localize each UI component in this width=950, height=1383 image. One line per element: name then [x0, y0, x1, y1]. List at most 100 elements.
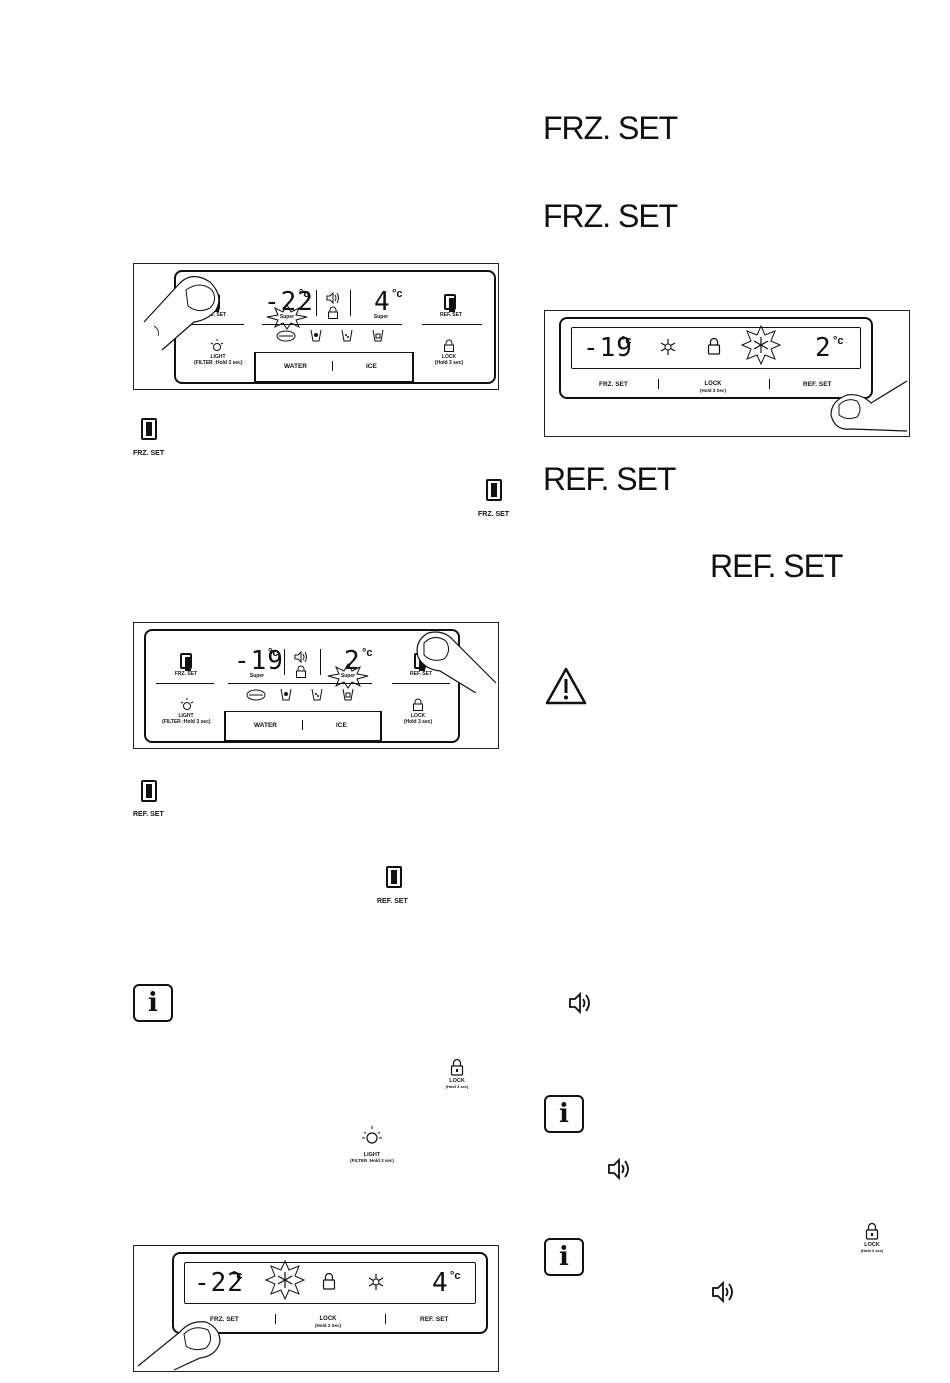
lock-indicator-icon: [296, 665, 306, 678]
control-panel-4: -22 °c 4 °c FRZ. SET LOCK(Hold 3 Sec) RE…: [133, 1245, 499, 1372]
lock-indicator-icon: [707, 337, 721, 355]
light-icon-label: LIGHT(FILTER :Hold 3 sec): [350, 1152, 394, 1164]
light-icon[interactable]: [180, 698, 194, 712]
freezer-temp-display: -22: [264, 287, 314, 317]
control-panel-1: FRZ. SET -22 °c Super 4 °c Super REF. SE…: [133, 263, 499, 390]
sound-icon: [712, 1281, 733, 1303]
sound-icon: [294, 651, 307, 663]
super-freeze-burst-icon: [266, 304, 308, 330]
ref-set-label: REF. SET: [440, 312, 462, 318]
separator: [350, 290, 351, 316]
ref-set-button-icon[interactable]: [386, 866, 402, 888]
crushed-ice-icon: [341, 329, 353, 342]
divider: [422, 324, 482, 325]
fridge-temp-display: 2: [344, 646, 361, 676]
ice-button[interactable]: ICE: [366, 363, 377, 370]
heading-frz-set-2: FRZ. SET: [543, 198, 678, 234]
super-snowflake-burst-icon: [265, 1260, 305, 1300]
super-cool-label: Super: [373, 314, 389, 320]
light-icon[interactable]: [362, 1126, 382, 1146]
heading-ref-set-1: REF. SET: [543, 461, 676, 497]
frz-set-button-icon[interactable]: [141, 418, 157, 440]
ref-set-button[interactable]: REF. SET: [803, 381, 832, 388]
frz-set-label: FRZ. SET: [203, 312, 227, 318]
super-cool-label: Super: [340, 673, 356, 679]
light-label: LIGHT(FILTER :Hold 3 sec): [162, 713, 211, 725]
filter-icon: [276, 330, 296, 342]
finger-pointer: [143, 275, 220, 351]
frz-set-icon-label: FRZ. SET: [133, 450, 165, 457]
finger-pointer: [137, 1321, 221, 1371]
divider: [156, 683, 214, 684]
lock-button-icon[interactable]: [865, 1222, 879, 1240]
ref-set-button-icon[interactable]: [444, 294, 456, 312]
separator: [320, 649, 321, 675]
unit-label: °c: [362, 647, 373, 659]
water-cup-icon: [310, 329, 322, 342]
control-panel-2: FRZ. SET -19 °c Super 2 °c Super REF. SE…: [133, 622, 499, 749]
light-icon[interactable]: [210, 339, 224, 353]
separator: [385, 1314, 386, 1324]
frz-set-label: FRZ. SET: [174, 671, 198, 677]
light-label: LIGHT(FILTER :Hold 3 sec): [194, 354, 243, 366]
dispenser-selector: [224, 711, 382, 742]
separator: [769, 379, 770, 389]
info-icon: i: [544, 1095, 584, 1133]
ref-set-label: REF. SET: [410, 671, 432, 677]
heading-frz-set-1: FRZ. SET: [543, 110, 678, 146]
water-cup-icon: [280, 688, 292, 701]
sound-icon: [608, 1158, 629, 1180]
lcd-display: [571, 327, 861, 369]
separator: [316, 290, 317, 316]
freezer-temp-display: -19: [234, 646, 284, 676]
separator: [284, 649, 285, 675]
heading-ref-set-2: REF. SET: [710, 548, 843, 584]
frz-set-button-icon[interactable]: [180, 653, 192, 671]
ref-set-icon-label: REF. SET: [133, 811, 164, 818]
finger-pointer: [416, 631, 497, 693]
lcd-display: [184, 1262, 476, 1304]
separator: [275, 1314, 276, 1324]
lock-button[interactable]: LOCK(Hold 3 Sec): [699, 381, 726, 393]
divider: [262, 324, 402, 325]
unit-label: °c: [299, 288, 310, 300]
divider: [392, 683, 450, 684]
fridge-temp-display: 4: [432, 1268, 449, 1298]
snowflake-icon: [660, 339, 676, 355]
lock-indicator-icon: [322, 1272, 336, 1290]
panel-frame: [172, 1252, 488, 1334]
cubed-ice-icon: [342, 688, 354, 701]
lock-button-icon[interactable]: [443, 339, 455, 352]
finger-pointer: [830, 380, 908, 432]
unit-label: °c: [450, 1270, 461, 1282]
fridge-temp-display: 4: [374, 287, 391, 317]
cubed-ice-icon: [372, 329, 384, 342]
lock-indicator-icon: [328, 306, 338, 319]
super-freeze-label: Super: [249, 673, 265, 679]
info-icon: i: [133, 984, 173, 1022]
dispenser-selector: [254, 352, 414, 383]
ref-set-button[interactable]: REF. SET: [420, 1316, 449, 1323]
unit-label: °c: [621, 335, 632, 347]
separator: [332, 361, 333, 371]
lock-button-icon[interactable]: [412, 698, 424, 711]
info-icon: i: [544, 1238, 584, 1276]
panel-frame: [559, 317, 873, 399]
frz-set-button-icon[interactable]: [486, 479, 502, 501]
ref-set-icon-label: REF. SET: [377, 898, 408, 905]
unit-label: °c: [833, 335, 844, 347]
ice-button[interactable]: ICE: [336, 722, 347, 729]
filter-icon: [246, 689, 266, 701]
ref-set-button-icon[interactable]: [141, 780, 157, 802]
warning-icon: [545, 667, 587, 705]
lock-button-icon[interactable]: [450, 1058, 464, 1076]
water-button[interactable]: WATER: [284, 363, 307, 370]
freezer-temp-display: -22: [194, 1268, 244, 1298]
divider: [184, 324, 244, 325]
frz-set-button[interactable]: FRZ. SET: [210, 1316, 239, 1323]
separator: [658, 379, 659, 389]
lock-button[interactable]: LOCK(Hold 3 Sec): [314, 1316, 341, 1328]
water-button[interactable]: WATER: [254, 722, 277, 729]
super-cool-burst-icon: [327, 663, 369, 689]
frz-set-button[interactable]: FRZ. SET: [599, 381, 628, 388]
